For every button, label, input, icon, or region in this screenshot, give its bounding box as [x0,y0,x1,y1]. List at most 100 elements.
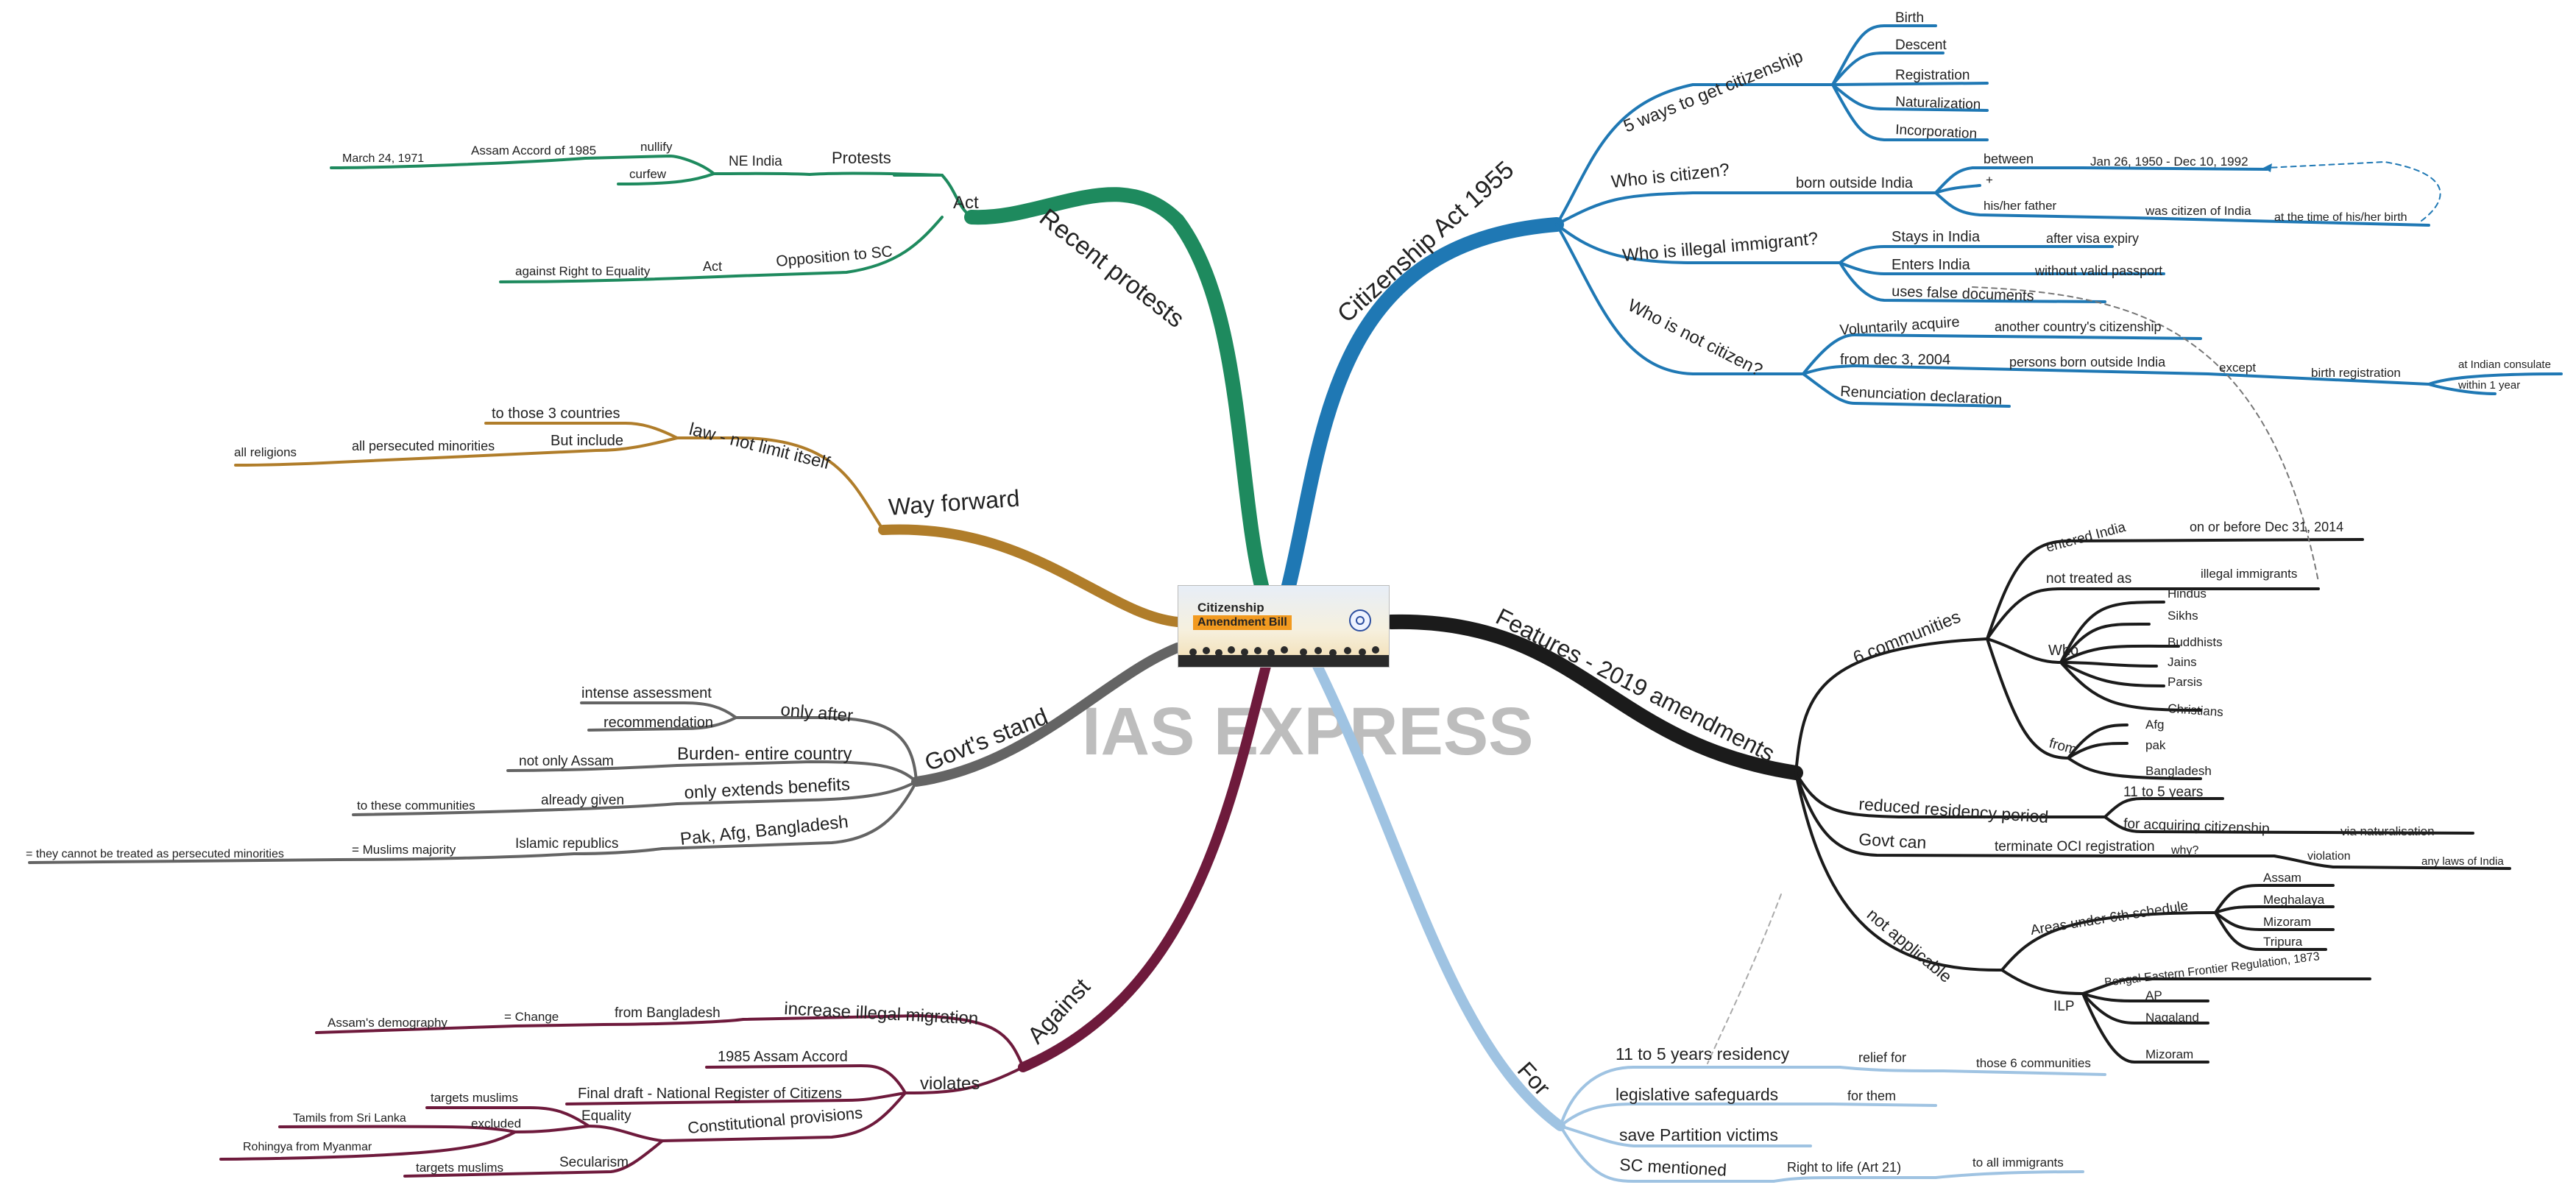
node-at-time-birth: at the time of his/her birth [2274,211,2407,224]
node-final-draft-nrc: Final draft - National Register of Citiz… [578,1086,842,1102]
node-his-her-father: his/her father [1984,199,2057,213]
node-change: = Change [504,1010,559,1024]
node-birth: Birth [1895,10,1924,26]
node-on-or-before: on or before Dec 31, 2014 [2190,520,2343,534]
watermark: IAS EXPRESS [1082,694,1534,769]
node-govt-can: Govt can [1858,829,1927,852]
node-but-include: But include [551,433,623,449]
node-six-communities: 6 communities [1850,607,1964,668]
node-islamic-republics: Islamic republics [515,836,618,852]
node-afg: Afg [2145,718,2165,732]
node-mizoram-2: Mizoram [2145,1047,2193,1061]
node-ilp: ILP [2053,999,2075,1014]
node-violation: violation [2307,850,2351,863]
node-already-given: already given [541,793,624,808]
node-meghalaya: Meghalaya [2263,893,2325,907]
node-via-naturalisation: via naturalisation [2340,824,2435,838]
node-enters-india: Enters India [1892,257,1971,273]
node-eleven-to-5: 11 to 5 years [2123,785,2203,800]
node-curfew: curfew [629,167,667,181]
node-for-acquiring: for acquiring citizenship [2123,816,2270,837]
node-recommendation: recommendation [604,715,713,731]
node-those-6-communities: those 6 communities [1976,1056,2091,1070]
node-ne-india: NE India [729,154,782,169]
node-to-all-immigrants: to all immigrants [1972,1156,2064,1170]
node-plus: + [1986,173,1993,187]
node-registration: Registration [1895,68,1970,83]
node-save-partition: save Partition victims [1619,1125,1778,1144]
node-tripura: Tripura [2263,935,2303,949]
node-persons-born: persons born outside India [2009,355,2166,369]
node-who-illegal: Who is illegal immigrant? [1621,229,1819,266]
node-stays-in-india: Stays in India [1892,229,1981,245]
node-tamils-sri-lanka: Tamils from Sri Lanka [293,1112,406,1125]
node-constitutional-provisions: Constitutional provisions [687,1103,863,1137]
node-cannot-be-treated: = they cannot be treated as persecuted m… [26,848,284,860]
branch-features [1384,614,1803,780]
node-date-range: Jan 26, 1950 - Dec 10, 1992 [2090,155,2248,169]
topic-features: Features - 2019 amendments [1492,603,1779,767]
node-march-1971: March 24, 1971 [342,152,424,165]
node-was-citizen: was citizen of India [2145,204,2251,218]
central-title-line2: Amendment Bill [1193,615,1292,630]
node-sikhs: Sikhs [2168,609,2198,623]
node-not-only-assam: not only Assam [519,754,614,769]
branch-for [1312,661,1565,1131]
node-at-indian-consulate: at Indian consulate [2458,358,2551,371]
node-to-these-communities: to these communities [357,799,475,813]
node-nagaland: Nagaland [2145,1011,2199,1025]
branch-citizenship-act [1281,217,1564,596]
node-descent: Descent [1895,38,1947,53]
node-all-religions: all religions [234,445,297,459]
node-within-1-year: within 1 year [2458,379,2520,392]
node-violates: violates [920,1074,980,1094]
node-areas-6th-schedule: Areas under 6th schedule [2029,898,2189,938]
node-hindus: Hindus [2168,587,2207,601]
branch-govts-stand [911,643,1183,787]
node-law-not-limit: law - not limit itself [687,420,832,474]
node-for-them: for them [1847,1089,1896,1103]
node-equality: Equality [581,1108,631,1124]
node-increase-migration: increase illegal migration [784,999,979,1029]
node-who-not-citizen: Who is not citizen? [1624,295,1766,381]
node-to-3-countries: to those 3 countries [492,406,620,422]
node-illegal-immigrants: illegal immigrants [2201,567,2297,581]
node-intense-assessment: intense assessment [581,685,712,701]
branch-against [1018,661,1271,1072]
node-protests: Protests [832,149,891,167]
node-from-bangladesh: from Bangladesh [615,1005,721,1021]
node-only-after: only after [779,700,854,726]
node-mizoram: Mizoram [2263,915,2311,929]
node-targets-muslims-2: targets muslims [416,1161,503,1175]
node-sc-mentioned: SC mentioned [1619,1155,1727,1180]
node-not-treated-as: not treated as [2046,571,2131,587]
topic-way-forward: Way forward [888,485,1020,520]
node-jains: Jains [2168,655,2197,669]
node-without-passport: without valid passport [2034,263,2162,278]
node-right-to-life: Right to life (Art 21) [1787,1160,1901,1175]
node-who-is-citizen: Who is citizen? [1610,160,1730,192]
node-christians: Christians [2168,701,2224,719]
node-relief-for: relief for [1858,1050,1906,1065]
central-title-line1: Citizenship [1197,601,1264,615]
node-assams-demography: Assam's demography [328,1016,447,1030]
node-another-country: another country's citizenship [1995,319,2162,334]
node-birth-registration: birth registration [2311,366,2401,380]
node-assam: Assam [2263,871,2301,885]
node-all-persecuted: all persecuted minorities [352,439,495,453]
node-except: except [2219,361,2256,375]
node-who: Who [2048,643,2078,659]
node-from-dec-2004: from dec 3, 2004 [1840,352,1950,368]
node-burden: Burden- entire country [677,744,852,764]
emblem-icon [1349,609,1371,631]
node-why: why? [2170,844,2198,857]
crowd-silhouette-icon [1178,646,1389,667]
node-targets-muslims: targets muslims [431,1091,518,1105]
node-ap: AP [2145,988,2162,1002]
branch-recent-protests [964,187,1270,596]
node-five-ways: 5 ways to get citizenship [1621,46,1805,136]
node-after-visa: after visa expiry [2046,231,2139,246]
node-terminate-oci: terminate OCI registration [1995,839,2155,854]
node-bengal-regulation: Bengal Eastern Frontier Regulation, 1873 [2103,950,2320,989]
node-not-applicable: not applicable [1864,905,1956,986]
